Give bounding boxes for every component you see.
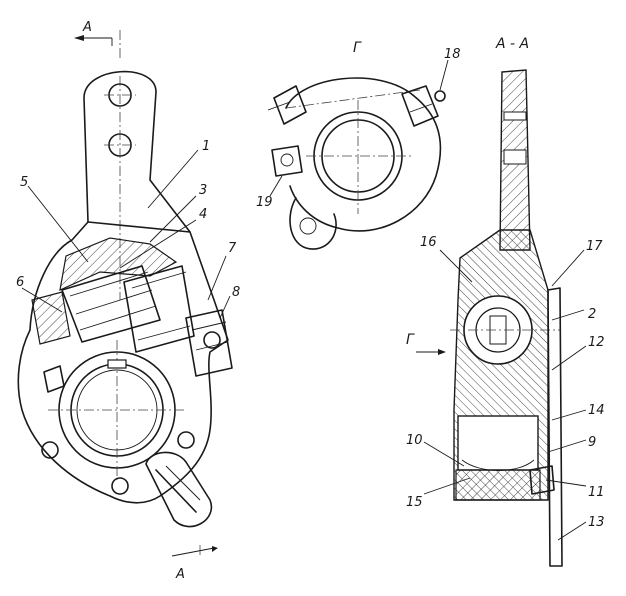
callout-2: 2: [588, 307, 596, 322]
clevis-pin: [145, 451, 213, 528]
callout-7: 7: [228, 241, 237, 256]
callout-3: 3: [199, 183, 207, 198]
fixing-hole-left: [41, 441, 59, 459]
callout-12: 12: [588, 335, 605, 350]
callout-13: 13: [588, 515, 605, 530]
housing-body: [17, 221, 229, 504]
main-view: A A 1 3 4 5 6 7 8: [16, 20, 240, 582]
callout-17: 17: [586, 239, 603, 254]
view-g-lug-left: [273, 85, 307, 125]
view-g-clevis: [289, 197, 337, 250]
adjust-nut: [185, 309, 233, 377]
fixing-hole-bottom: [111, 477, 129, 495]
view-g: Г 18 19: [256, 40, 461, 250]
callout-10: 10: [406, 433, 423, 448]
view-g-body: [285, 77, 442, 232]
callout-6: 6: [16, 275, 24, 290]
view-arrow-label: Г: [406, 332, 415, 348]
left-plug-section: [31, 291, 71, 345]
callout-4: 4: [199, 207, 207, 222]
grease-fitting: [434, 90, 446, 102]
section-mark-bottom: A: [175, 567, 185, 582]
callout-8: 8: [232, 285, 240, 300]
worm-cylinder: [61, 265, 161, 343]
callout-11: 11: [588, 485, 605, 500]
callout-9: 9: [588, 435, 596, 450]
section-mark-top: A: [82, 20, 92, 35]
worm-shaft-hex: [123, 265, 195, 353]
cover-plate: [547, 287, 563, 567]
callout-16: 16: [420, 235, 437, 250]
callout-15: 15: [406, 495, 423, 510]
section-bore: [457, 415, 539, 471]
callout-18: 18: [444, 47, 461, 62]
worm-housing-section: [59, 237, 178, 292]
callout-5: 5: [20, 175, 28, 190]
section-aa: А - А Г 16 17 2: [406, 36, 605, 567]
fixing-hole-right: [177, 431, 195, 449]
lever-arm: [83, 70, 191, 233]
view-g-lug-right: [401, 85, 439, 127]
view-g-title: Г: [353, 40, 362, 56]
section-aa-title: А - А: [495, 36, 529, 52]
callout-19: 19: [256, 195, 273, 210]
callout-14: 14: [588, 403, 605, 418]
callout-1: 1: [202, 139, 210, 154]
view-g-bolt: [271, 145, 303, 177]
